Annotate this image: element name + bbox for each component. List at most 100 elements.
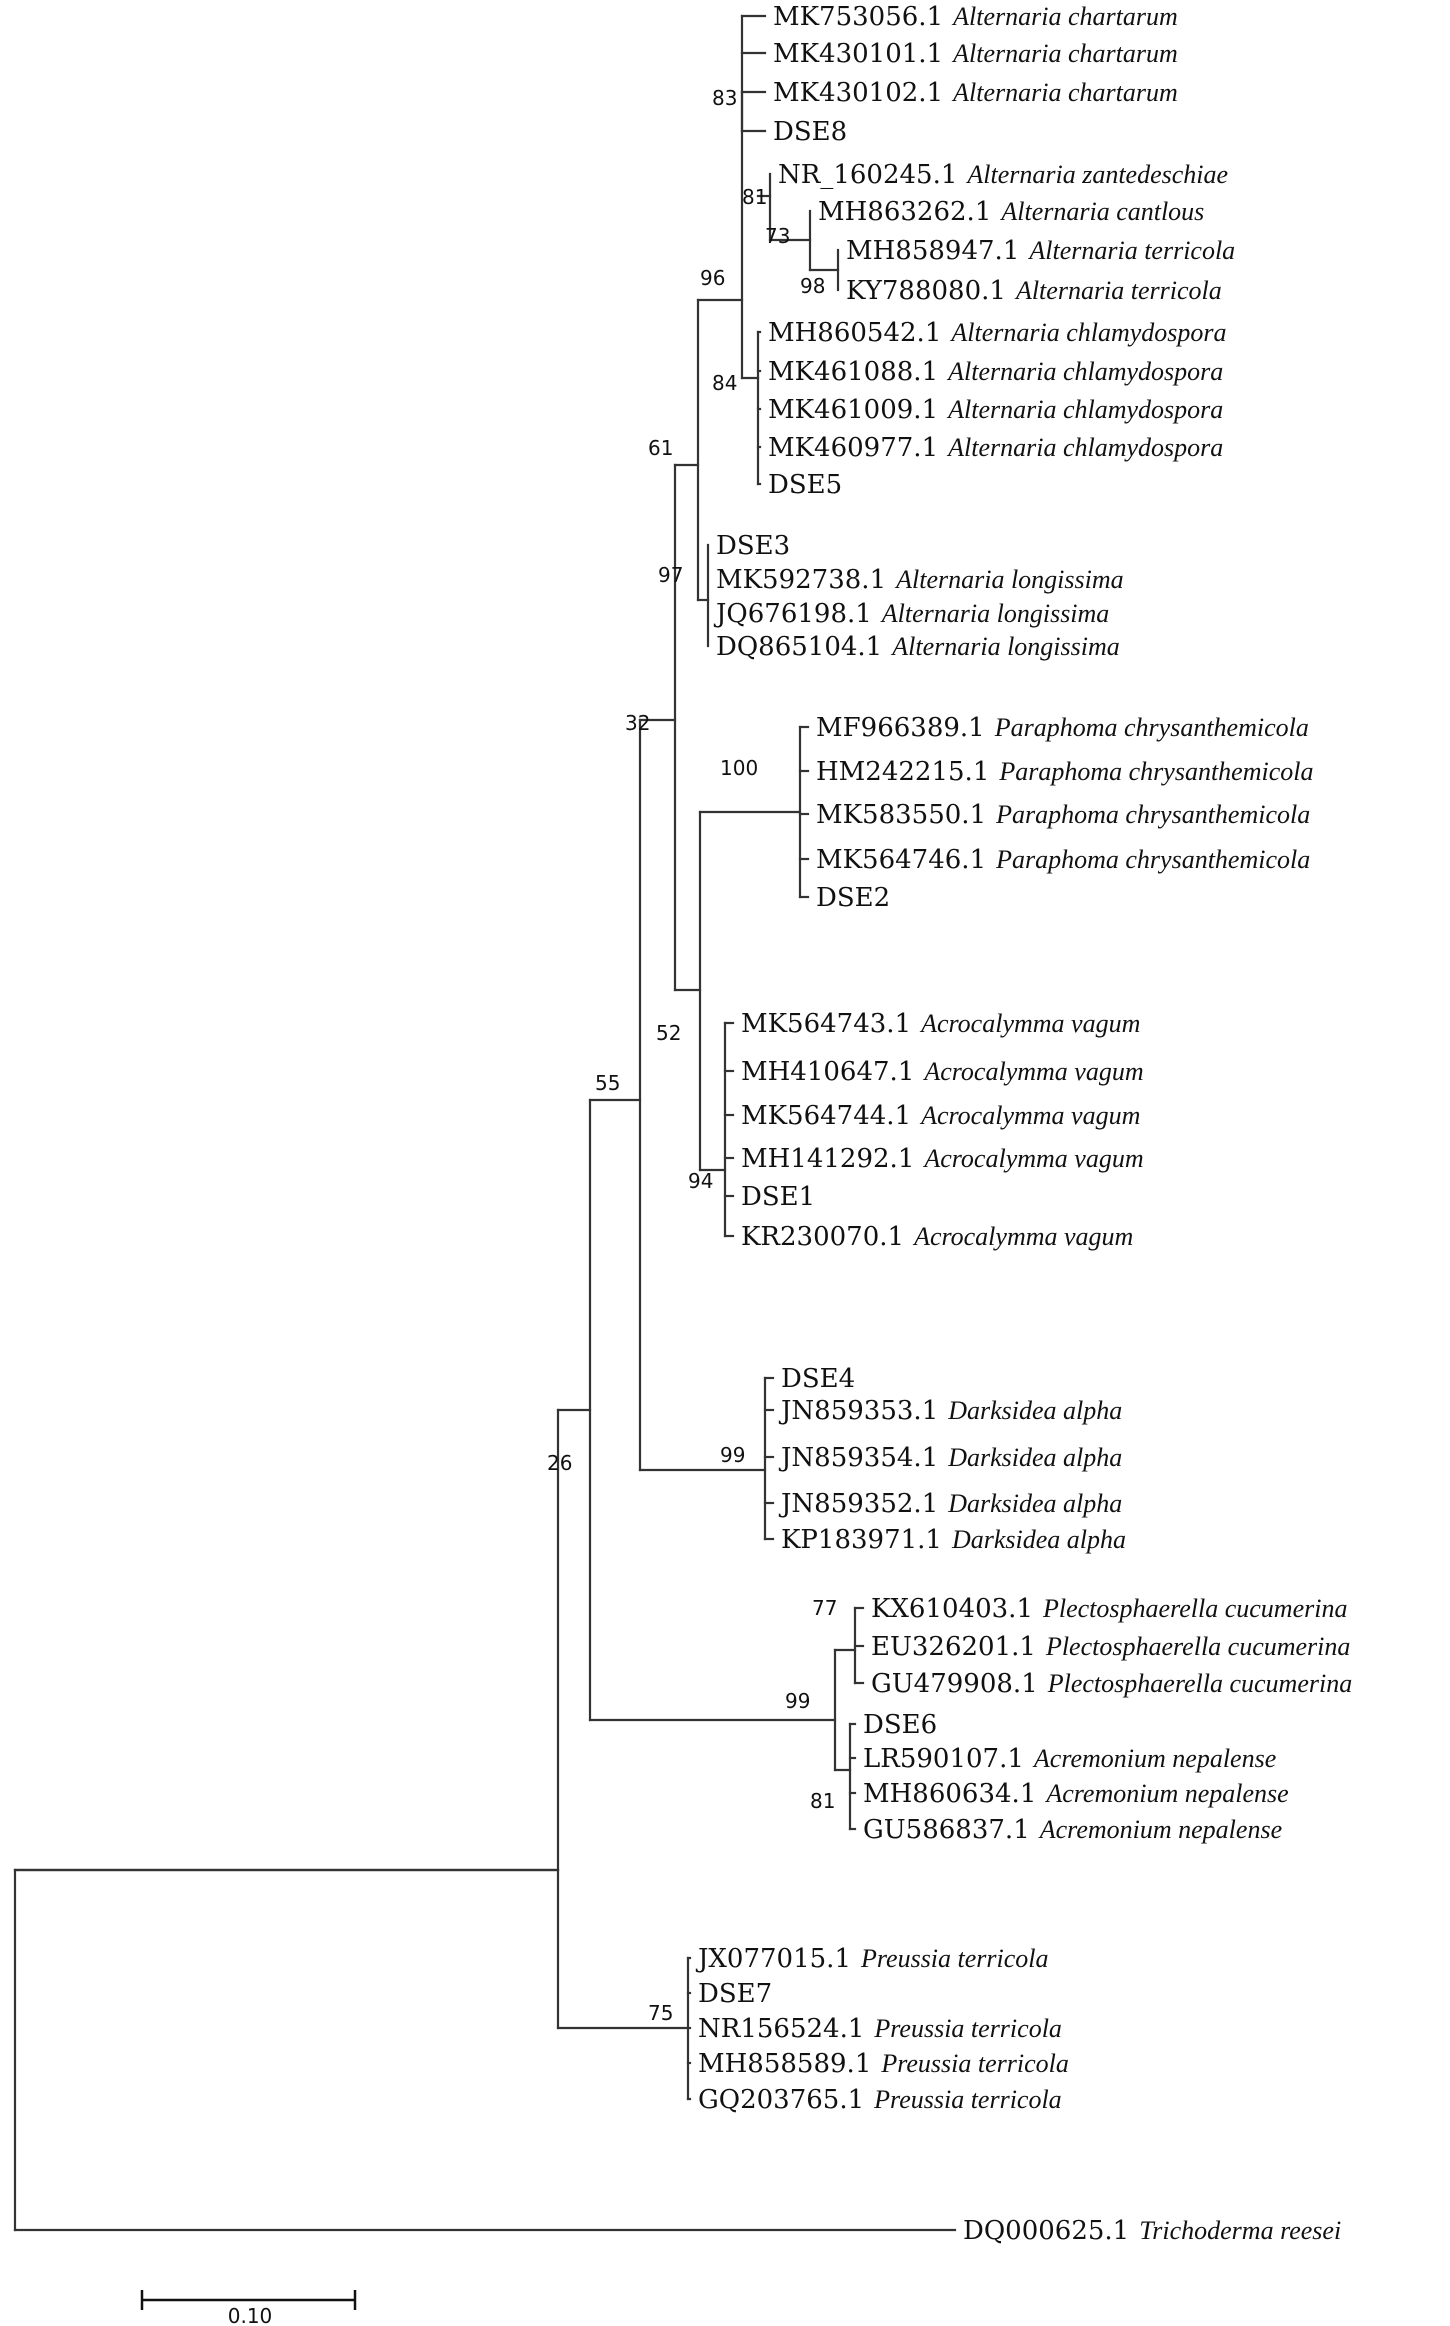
tip-species: Preussia terricola bbox=[860, 1944, 1049, 1973]
tip-accession: DQ865104.1 bbox=[716, 632, 882, 662]
tip-species: Plectosphaerella cucumerina bbox=[1047, 1669, 1352, 1698]
tip-label: DSE6 bbox=[863, 1710, 937, 1740]
tip-species: Alternaria chartarum bbox=[951, 39, 1178, 68]
tip-accession: KP183971.1 bbox=[781, 1525, 942, 1555]
tip-accession: DSE8 bbox=[773, 117, 847, 147]
tip-accession: DSE2 bbox=[816, 883, 890, 913]
tip-species: Darksidea alpha bbox=[947, 1443, 1122, 1472]
tip-species: Alternaria cantlous bbox=[999, 197, 1204, 226]
tip-label: DSE3 bbox=[716, 531, 790, 561]
tip-species: Trichoderma reesei bbox=[1139, 2216, 1341, 2245]
bootstrap-value: 32 bbox=[625, 711, 650, 735]
tip-species: Alternaria chlamydospora bbox=[946, 357, 1223, 386]
tip-species: Preussia terricola bbox=[873, 2014, 1062, 2043]
tip-accession: JN859352.1 bbox=[778, 1489, 938, 1519]
tip-accession: JN859353.1 bbox=[778, 1396, 938, 1426]
tip-species: Acrocalymma vagum bbox=[912, 1222, 1133, 1251]
tip-species: Acrocalymma vagum bbox=[919, 1101, 1140, 1130]
tip-label: EU326201.1 Plectosphaerella cucumerina bbox=[871, 1632, 1350, 1662]
tip-label: GQ203765.1 Preussia terricola bbox=[698, 2085, 1062, 2115]
tip-label: KR230070.1 Acrocalymma vagum bbox=[741, 1222, 1133, 1252]
tip-label: MH863262.1 Alternaria cantlous bbox=[818, 197, 1204, 227]
tip-accession: DSE5 bbox=[768, 470, 842, 500]
tip-species: Alternaria chlamydospora bbox=[949, 318, 1226, 347]
tip-accession: NR_160245.1 bbox=[778, 160, 957, 190]
tree-branches bbox=[13, 14, 957, 2232]
tip-species: Paraphoma chrysanthemicola bbox=[995, 845, 1310, 874]
tip-species: Alternaria longissima bbox=[894, 565, 1124, 594]
bootstrap-value: 26 bbox=[547, 1451, 572, 1475]
bootstrap-value: 84 bbox=[712, 371, 737, 395]
tip-species: Alternaria zantedeschiae bbox=[965, 160, 1228, 189]
tip-label: MK460977.1 Alternaria chlamydospora bbox=[768, 433, 1223, 463]
tip-accession: GQ203765.1 bbox=[698, 2085, 864, 2115]
tip-label: DSE4 bbox=[781, 1364, 855, 1394]
tip-species: Alternaria longissima bbox=[880, 599, 1110, 628]
tip-label: DSE7 bbox=[698, 1979, 772, 2009]
tip-accession: LR590107.1 bbox=[863, 1744, 1024, 1774]
tip-accession: DSE1 bbox=[741, 1182, 815, 1212]
tip-species: Acrocalymma vagum bbox=[922, 1057, 1143, 1086]
scale-bar-label: 0.10 bbox=[228, 2304, 273, 2326]
tip-accession: MF966389.1 bbox=[816, 713, 985, 743]
bootstrap-value: 99 bbox=[720, 1443, 745, 1467]
tip-accession: EU326201.1 bbox=[871, 1632, 1036, 1662]
tip-accession: MH863262.1 bbox=[818, 197, 991, 227]
tip-accession: MK564744.1 bbox=[741, 1101, 911, 1131]
tip-accession: KX610403.1 bbox=[871, 1594, 1033, 1624]
tip-species: Acremonium nepalense bbox=[1044, 1779, 1288, 1808]
tip-accession: MH858947.1 bbox=[846, 236, 1019, 266]
tip-accession: NR156524.1 bbox=[698, 2014, 864, 2044]
tip-label: NR156524.1 Preussia terricola bbox=[698, 2014, 1062, 2044]
bootstrap-value: 94 bbox=[688, 1169, 713, 1193]
bootstrap-value: 100 bbox=[720, 756, 758, 780]
tip-species: Acrocalymma vagum bbox=[922, 1144, 1143, 1173]
tip-accession: DSE7 bbox=[698, 1979, 772, 2009]
bootstrap-value: 75 bbox=[648, 2001, 673, 2025]
tip-accession: MH860542.1 bbox=[768, 318, 941, 348]
tip-accession: DSE6 bbox=[863, 1710, 937, 1740]
tip-accession: MK460977.1 bbox=[768, 433, 938, 463]
tip-species: Alternaria chlamydospora bbox=[946, 433, 1223, 462]
tip-accession: KY788080.1 bbox=[846, 276, 1006, 306]
tip-accession: MK583550.1 bbox=[816, 800, 986, 830]
tip-species: Preussia terricola bbox=[873, 2085, 1062, 2114]
tip-label: DSE1 bbox=[741, 1182, 815, 1212]
tip-label: DSE2 bbox=[816, 883, 890, 913]
tip-accession: JN859354.1 bbox=[778, 1443, 938, 1473]
tip-species: Acremonium nepalense bbox=[1038, 1815, 1282, 1844]
bootstrap-value: 52 bbox=[656, 1021, 681, 1045]
tip-accession: DSE3 bbox=[716, 531, 790, 561]
tip-species: Plectosphaerella cucumerina bbox=[1045, 1632, 1350, 1661]
tip-label: GU479908.1 Plectosphaerella cucumerina bbox=[871, 1669, 1352, 1699]
tip-species: Darksidea alpha bbox=[947, 1489, 1122, 1518]
tip-accession: DQ000625.1 bbox=[963, 2216, 1129, 2246]
tip-accession: KR230070.1 bbox=[741, 1222, 904, 1252]
tip-accession: MK461009.1 bbox=[768, 395, 938, 425]
tip-accession: GU479908.1 bbox=[871, 1669, 1038, 1699]
tip-species: Alternaria chartarum bbox=[951, 78, 1178, 107]
tip-accession: MH141292.1 bbox=[741, 1144, 914, 1174]
tip-label: NR_160245.1 Alternaria zantedeschiae bbox=[778, 160, 1228, 190]
tip-species: Plectosphaerella cucumerina bbox=[1042, 1594, 1347, 1623]
tip-species: Preussia terricola bbox=[880, 2049, 1069, 2078]
tip-species: Alternaria terricola bbox=[1014, 276, 1222, 305]
bootstrap-value: 81 bbox=[742, 185, 767, 209]
